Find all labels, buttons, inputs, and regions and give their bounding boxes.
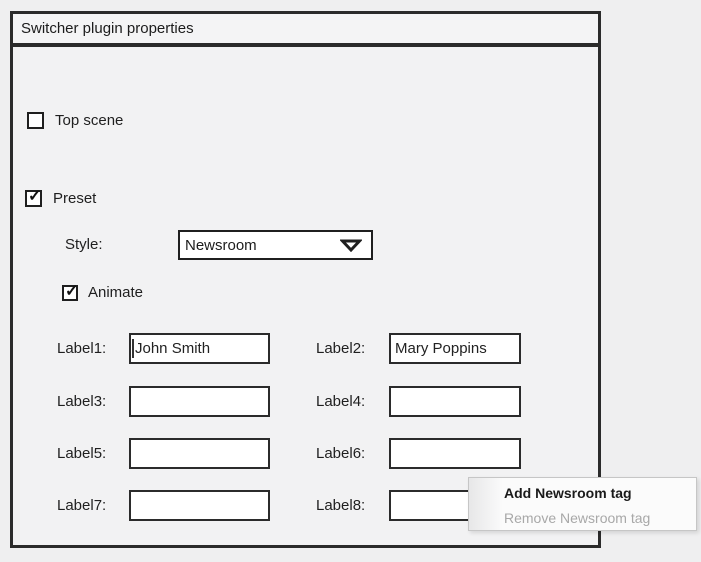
- preset-checkbox-row: ✓ Preset: [25, 188, 97, 207]
- check-icon: ✓: [28, 188, 42, 205]
- dropdown-arrow-icon: [340, 239, 362, 252]
- animate-checkbox-row: ✓ Animate: [62, 282, 144, 301]
- label2-caption: Label2:: [316, 340, 366, 357]
- top-scene-checkbox[interactable]: [27, 112, 44, 129]
- label8-caption: Label8:: [316, 497, 366, 514]
- label6-input[interactable]: [389, 438, 521, 469]
- label5-caption: Label5:: [57, 445, 107, 462]
- style-dropdown[interactable]: Newsroom: [178, 230, 373, 260]
- label1-input[interactable]: [129, 333, 270, 364]
- menu-item-add-newsroom-tag[interactable]: Add Newsroom tag: [504, 484, 632, 501]
- dialog-title: Switcher plugin properties: [21, 20, 194, 37]
- preset-label: Preset: [53, 190, 97, 207]
- label6-caption: Label6:: [316, 445, 366, 462]
- top-scene-label: Top scene: [55, 112, 124, 129]
- label7-input[interactable]: [129, 490, 270, 521]
- style-dropdown-value: Newsroom: [185, 236, 257, 254]
- dialog-titlebar[interactable]: Switcher plugin properties: [13, 14, 598, 47]
- context-menu: Add Newsroom tag Remove Newsroom tag: [468, 477, 697, 531]
- animate-label: Animate: [88, 284, 144, 301]
- dialog-body: Top scene ✓ Preset Style: Newsroom ✓: [13, 47, 598, 541]
- label2-input[interactable]: [389, 333, 521, 364]
- animate-checkbox[interactable]: ✓: [62, 282, 79, 301]
- label1-caption: Label1:: [57, 340, 107, 357]
- label7-caption: Label7:: [57, 497, 107, 514]
- top-scene-checkbox-row: Top scene: [27, 112, 123, 129]
- preset-checkbox[interactable]: ✓: [25, 188, 42, 207]
- label4-input[interactable]: [389, 386, 521, 417]
- check-icon: ✓: [65, 282, 79, 300]
- label4-caption: Label4:: [316, 393, 366, 410]
- menu-item-remove-newsroom-tag: Remove Newsroom tag: [504, 509, 651, 526]
- label3-caption: Label3:: [57, 393, 107, 410]
- style-label: Style:: [65, 236, 103, 253]
- label5-input[interactable]: [129, 438, 270, 469]
- label3-input[interactable]: [129, 386, 270, 417]
- dialog-switcher-plugin-properties: Switcher plugin properties Top scene ✓ P…: [10, 11, 601, 548]
- text-caret: [132, 339, 134, 358]
